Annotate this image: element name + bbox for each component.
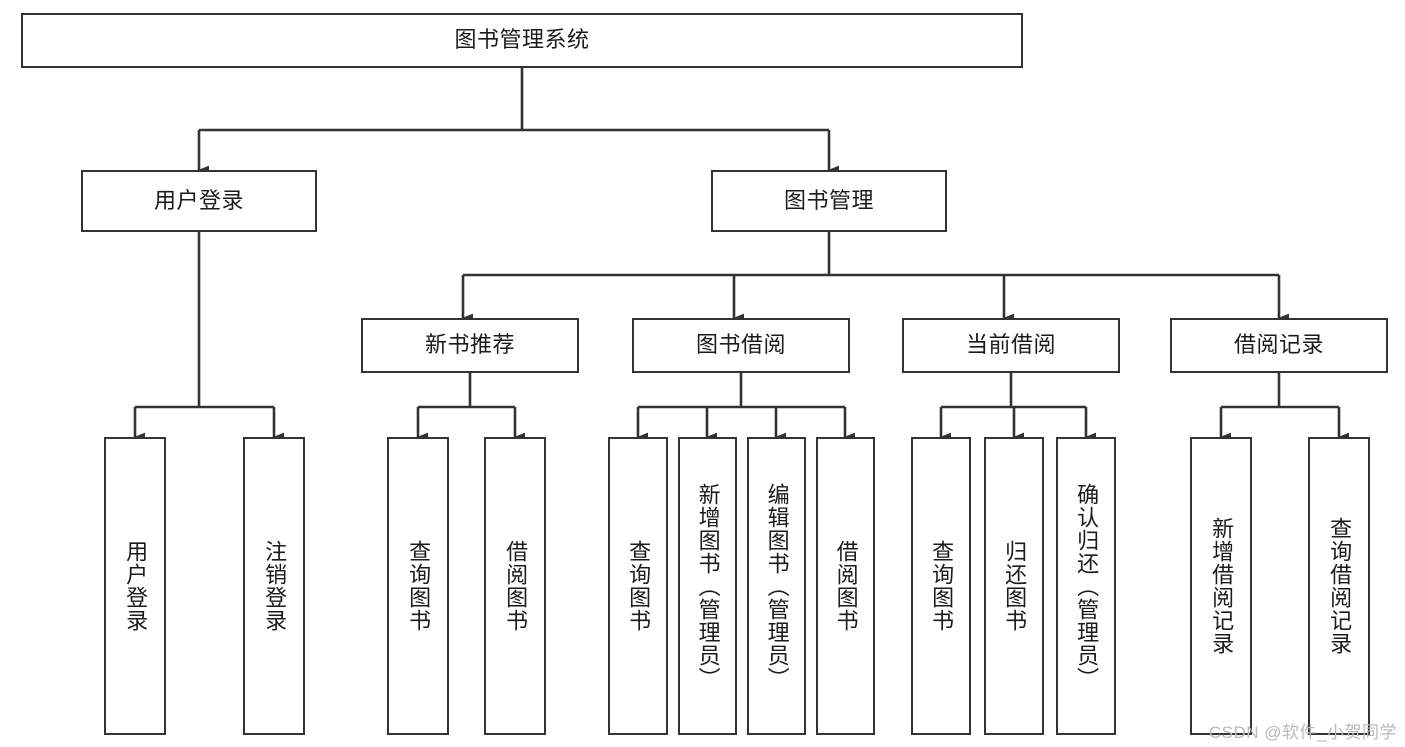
node-leaf-borrow-book-1-label: 借阅图书	[503, 540, 529, 632]
node-leaf-add-record[interactable]: 新增借阅记录	[1190, 437, 1252, 735]
node-borrow-record-label: 借阅记录	[1233, 332, 1324, 358]
node-user-login-label: 用户登录	[153, 187, 244, 213]
node-leaf-edit-book[interactable]: 编辑图书（管理员）	[747, 437, 806, 735]
node-leaf-add-book-label: 新增图书（管理员）	[695, 482, 721, 690]
node-leaf-logout-label: 注销登录	[262, 540, 288, 632]
node-leaf-add-book[interactable]: 新增图书（管理员）	[678, 437, 737, 735]
node-leaf-query-book-1[interactable]: 查询图书	[387, 437, 449, 735]
node-book-borrow[interactable]: 图书借阅	[632, 318, 850, 373]
node-leaf-confirm-return[interactable]: 确认归还（管理员）	[1056, 437, 1116, 735]
node-book-borrow-label: 图书借阅	[695, 332, 786, 358]
node-leaf-query-book-2-label: 查询图书	[626, 540, 652, 632]
node-leaf-return-book-label: 归还图书	[1002, 540, 1028, 632]
node-leaf-query-book-3[interactable]: 查询图书	[911, 437, 971, 735]
node-leaf-user-login[interactable]: 用户登录	[104, 437, 166, 735]
node-leaf-query-record[interactable]: 查询借阅记录	[1308, 437, 1370, 735]
node-book-manage[interactable]: 图书管理	[711, 170, 947, 232]
node-leaf-borrow-book-2-label: 借阅图书	[833, 540, 859, 632]
node-leaf-confirm-return-label: 确认归还（管理员）	[1074, 482, 1100, 690]
node-leaf-query-book-2[interactable]: 查询图书	[608, 437, 668, 735]
node-root[interactable]: 图书管理系统	[21, 13, 1023, 68]
node-leaf-query-book-1-label: 查询图书	[406, 540, 432, 632]
node-leaf-borrow-book-1[interactable]: 借阅图书	[484, 437, 546, 735]
node-root-label: 图书管理系统	[454, 27, 590, 53]
node-user-login[interactable]: 用户登录	[81, 170, 317, 232]
node-borrow-record[interactable]: 借阅记录	[1170, 318, 1388, 373]
node-leaf-user-login-label: 用户登录	[123, 540, 149, 632]
node-leaf-edit-book-label: 编辑图书（管理员）	[764, 482, 790, 690]
node-leaf-return-book[interactable]: 归还图书	[984, 437, 1044, 735]
node-leaf-query-book-3-label: 查询图书	[929, 540, 955, 632]
node-current-borrow[interactable]: 当前借阅	[902, 318, 1120, 373]
node-leaf-borrow-book-2[interactable]: 借阅图书	[816, 437, 875, 735]
node-leaf-add-record-label: 新增借阅记录	[1209, 517, 1235, 655]
node-leaf-query-record-label: 查询借阅记录	[1327, 517, 1353, 655]
node-leaf-logout[interactable]: 注销登录	[243, 437, 305, 735]
node-new-book-rec-label: 新书推荐	[424, 332, 515, 358]
node-current-borrow-label: 当前借阅	[965, 332, 1056, 358]
node-book-manage-label: 图书管理	[783, 187, 874, 213]
node-new-book-rec[interactable]: 新书推荐	[361, 318, 579, 373]
